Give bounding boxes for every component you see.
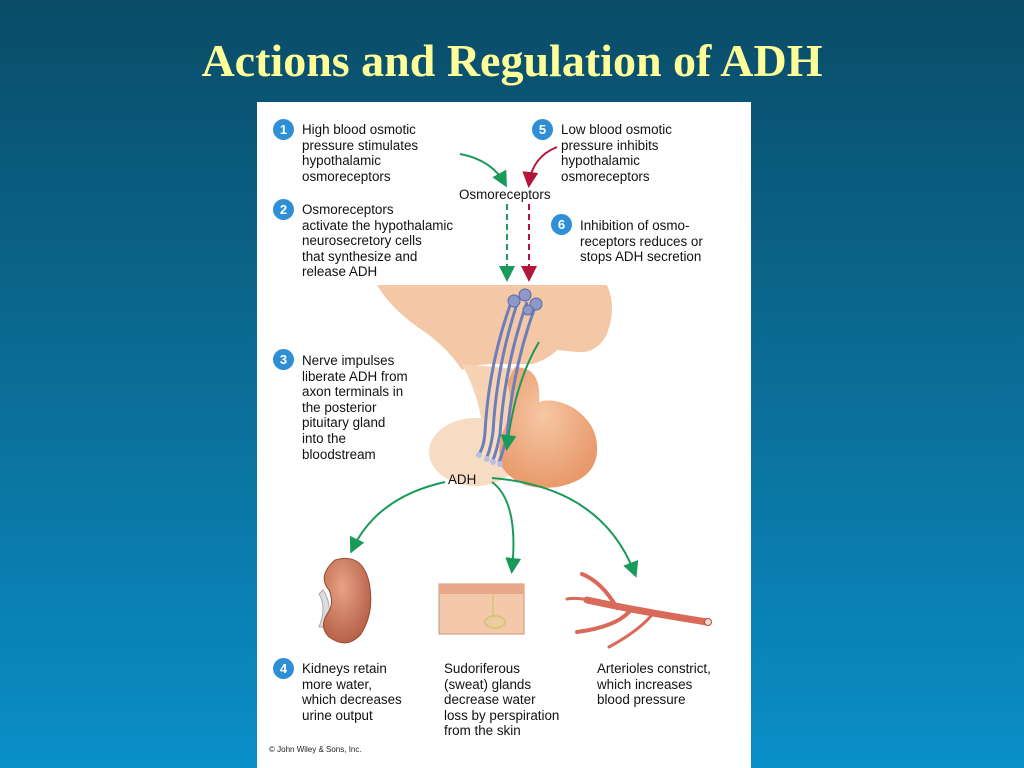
posterior-pituitary (429, 418, 521, 486)
anterior-pituitary (499, 367, 598, 488)
release-arrow (500, 341, 540, 451)
step-badge: 3 (273, 349, 294, 370)
step-badge: 4 (273, 658, 294, 679)
step-1-text: High blood osmotic pressure stimulates h… (302, 122, 419, 184)
adh-to-kidney-arrow (349, 481, 446, 554)
step-2-text: Osmoreceptors activate the hypothalamic … (302, 202, 454, 280)
osmoreceptors-label: Osmoreceptors (459, 187, 551, 202)
step-5-text: Low blood osmotic pressure inhibits hypo… (561, 122, 672, 184)
sweat-gland-effect-text: Sudoriferous (sweat) glands decrease wat… (444, 661, 560, 739)
arteriole-illustration (565, 572, 712, 649)
slide-title: Actions and Regulation of ADH (201, 35, 823, 86)
axon-terminals (476, 452, 503, 467)
adh-label: ADH (448, 472, 477, 487)
stimulate-arrow-top (459, 153, 507, 188)
arteriole-effect-text: Arterioles constrict, which increases bl… (597, 661, 711, 708)
inhibit-arrow-top (522, 146, 558, 188)
step-badge: 2 (273, 199, 294, 220)
step-badge: 5 (532, 119, 553, 140)
diagram-panel: Osmoreceptors ADH 1 High blood osmotic p… (257, 102, 751, 768)
copyright-notice: © John Wiley & Sons, Inc. (269, 745, 362, 754)
diagram-artwork (318, 146, 712, 649)
adh-to-arterioles-arrow (491, 477, 639, 578)
step-badge: 6 (551, 214, 572, 235)
skin-sweat-gland-illustration (438, 583, 525, 635)
neurosecretory-axons (477, 297, 537, 463)
step-3-text: Nerve impulses liberate ADH from axon te… (302, 353, 408, 462)
hypothalamus-shape (377, 285, 612, 370)
step-4-text: Kidneys retain more water, which decreas… (302, 661, 402, 723)
adh-to-sweat-arrow (491, 481, 522, 574)
kidney-illustration (318, 557, 372, 644)
step-6-text: Inhibition of osmo- receptors reduces or… (580, 218, 703, 265)
neuron-cell-bodies (507, 288, 543, 316)
step-badge: 1 (273, 119, 294, 140)
